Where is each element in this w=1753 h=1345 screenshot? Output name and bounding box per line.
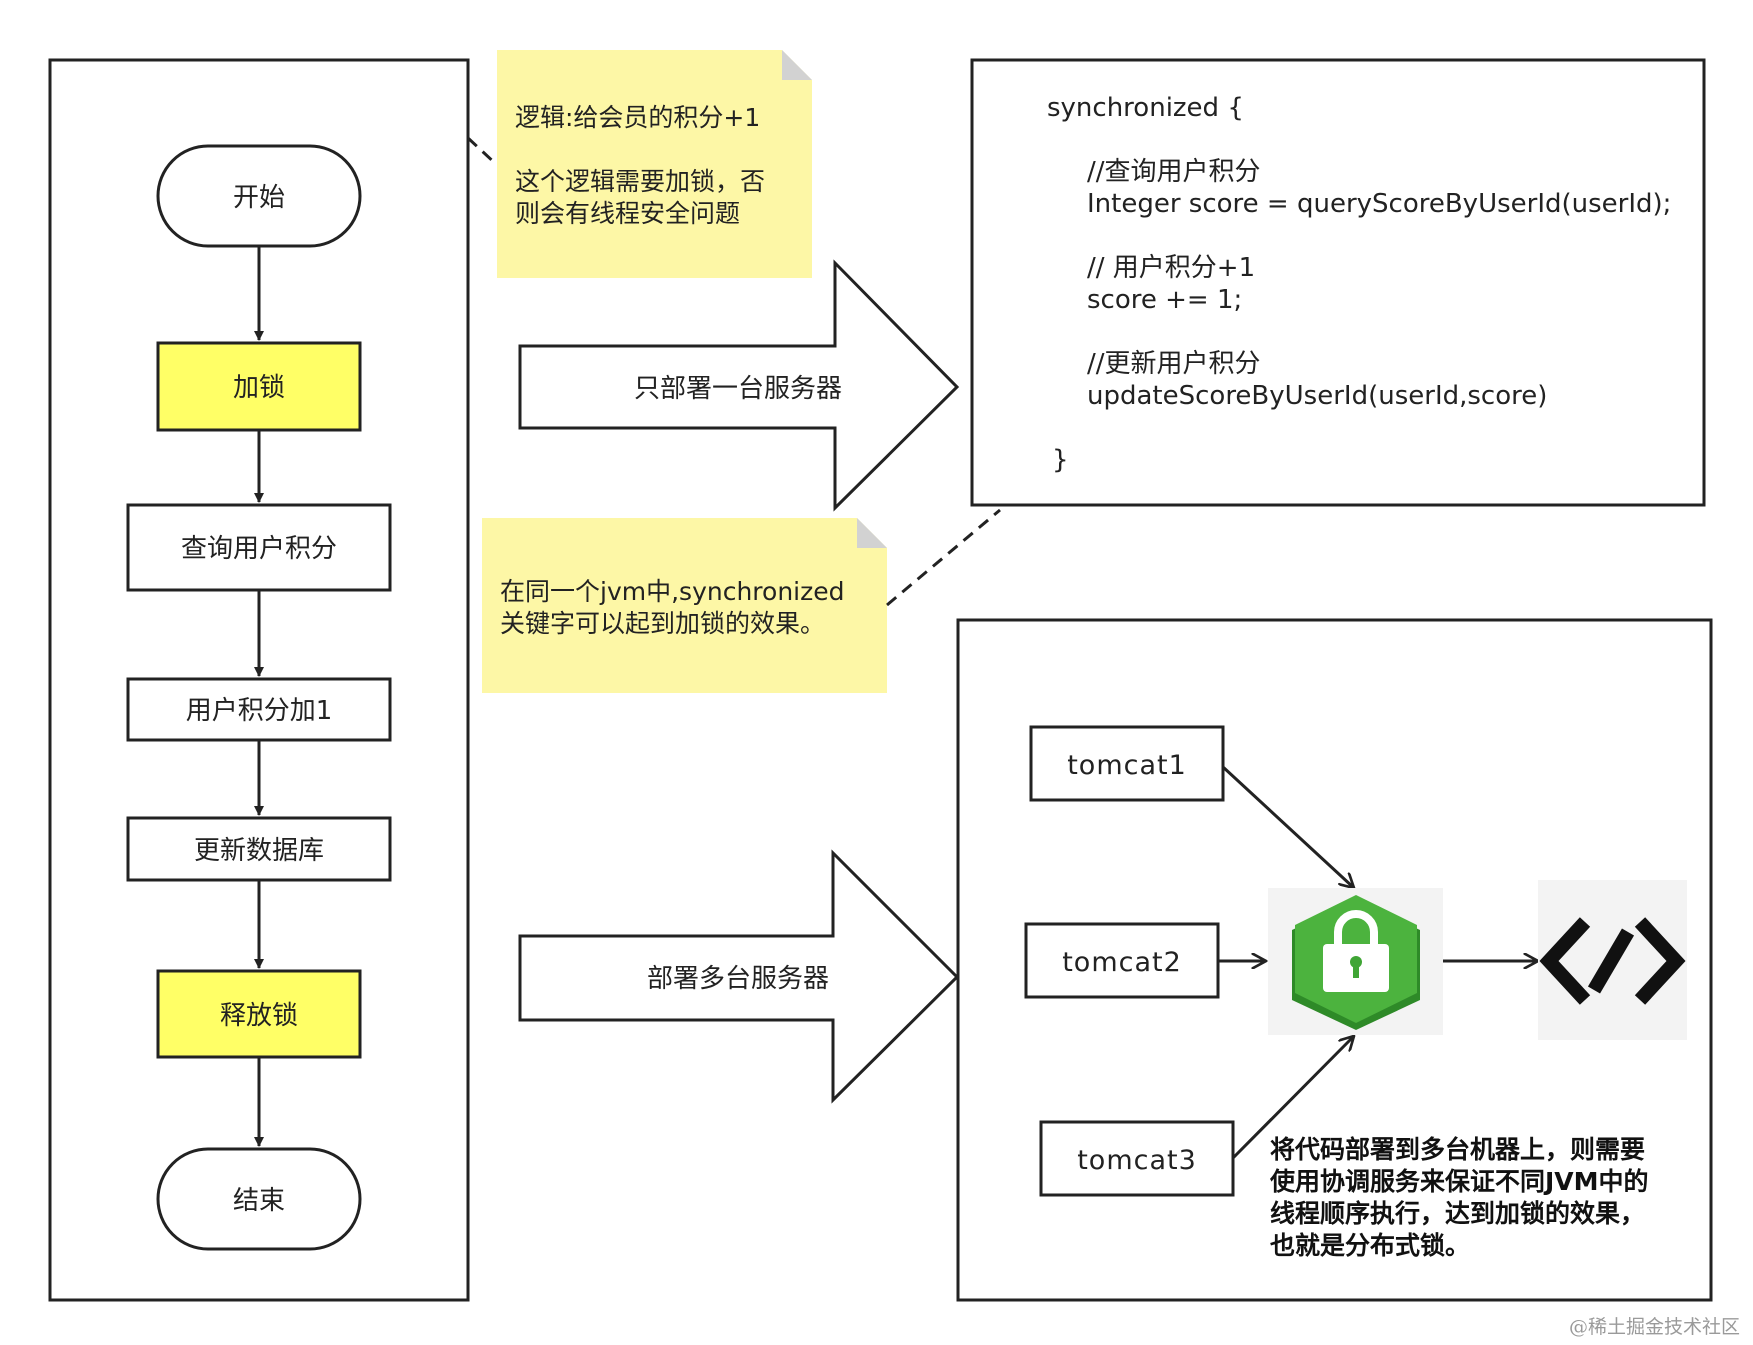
flow-query-label: 查询用户积分 bbox=[181, 534, 337, 564]
arrow-multi-label: 部署多台服务器 bbox=[647, 964, 829, 994]
tomcat2-label: tomcat2 bbox=[1062, 947, 1182, 978]
note-mid-line2: 关键字可以起到加锁的效果。 bbox=[500, 609, 825, 638]
tomcat1-label: tomcat1 bbox=[1067, 750, 1187, 781]
cluster-desc-line4: 也就是分布式锁。 bbox=[1270, 1231, 1470, 1260]
code-line-6: //更新用户积分 bbox=[1087, 349, 1261, 379]
flow-update-node: 更新数据库 bbox=[126, 816, 392, 882]
cluster-desc-line1: 将代码部署到多台机器上，则需要 bbox=[1270, 1135, 1645, 1164]
flow-add-node: 用户积分加1 bbox=[126, 677, 392, 742]
padlock-icon bbox=[1268, 888, 1443, 1035]
tomcat3-label: tomcat3 bbox=[1077, 1145, 1197, 1176]
arrow-multi-server: 部署多台服务器 bbox=[518, 849, 960, 1104]
flow-add-label: 用户积分加1 bbox=[186, 696, 333, 726]
flow-start-label: 开始 bbox=[233, 183, 285, 213]
cluster-desc-line3: 线程顺序执行，达到加锁的效果， bbox=[1270, 1199, 1645, 1228]
flow-lock-label: 加锁 bbox=[233, 373, 285, 403]
note-top-connector bbox=[466, 136, 499, 167]
code-line-1: synchronized { bbox=[1047, 93, 1244, 123]
tomcat2-node: tomcat2 bbox=[1024, 922, 1220, 999]
note-top-line1: 逻辑:给会员的积分+1 bbox=[515, 103, 760, 132]
code-line-3: Integer score = queryScoreByUserId(userI… bbox=[1087, 189, 1671, 219]
note-mid: 在同一个jvm中,synchronized 关键字可以起到加锁的效果。 bbox=[482, 518, 887, 693]
code-line-2: //查询用户积分 bbox=[1087, 157, 1261, 187]
code-line-5: score += 1; bbox=[1087, 285, 1242, 315]
cluster-desc-line2: 使用协调服务来保证不同JVM中的 bbox=[1269, 1167, 1649, 1196]
flow-release-node: 释放锁 bbox=[156, 969, 362, 1059]
flow-start-node: 开始 bbox=[156, 144, 362, 248]
cluster-arrows bbox=[1218, 765, 1538, 1160]
flow-end-label: 结束 bbox=[233, 1186, 285, 1216]
tomcat1-node: tomcat1 bbox=[1029, 725, 1225, 802]
arrow-single-label: 只部署一台服务器 bbox=[634, 374, 842, 404]
flow-end-node: 结束 bbox=[156, 1147, 362, 1251]
code-box: synchronized { //查询用户积分 Integer score = … bbox=[970, 58, 1706, 507]
flow-update-label: 更新数据库 bbox=[194, 836, 324, 866]
note-mid-connector bbox=[886, 508, 1001, 607]
tomcat3-node: tomcat3 bbox=[1039, 1120, 1235, 1197]
code-line-8: } bbox=[1052, 445, 1069, 475]
code-icon bbox=[1538, 880, 1687, 1040]
code-line-7: updateScoreByUserId(userId,score) bbox=[1087, 381, 1547, 411]
flow-query-node: 查询用户积分 bbox=[126, 503, 392, 592]
note-top-line3: 则会有线程安全问题 bbox=[515, 199, 740, 228]
flow-release-label: 释放锁 bbox=[220, 1001, 298, 1031]
note-top: 逻辑:给会员的积分+1 这个逻辑需要加锁，否 则会有线程安全问题 bbox=[497, 50, 812, 278]
watermark: @稀土掘金技术社区 bbox=[1569, 1316, 1740, 1338]
note-mid-line1: 在同一个jvm中,synchronized bbox=[500, 577, 844, 606]
flow-lock-node: 加锁 bbox=[156, 341, 362, 432]
code-line-4: // 用户积分+1 bbox=[1087, 253, 1255, 283]
note-top-line2: 这个逻辑需要加锁，否 bbox=[515, 167, 765, 196]
arrow-single-server: 只部署一台服务器 bbox=[518, 259, 960, 512]
cluster-description: 将代码部署到多台机器上，则需要 使用协调服务来保证不同JVM中的 线程顺序执行，… bbox=[1269, 1135, 1649, 1260]
